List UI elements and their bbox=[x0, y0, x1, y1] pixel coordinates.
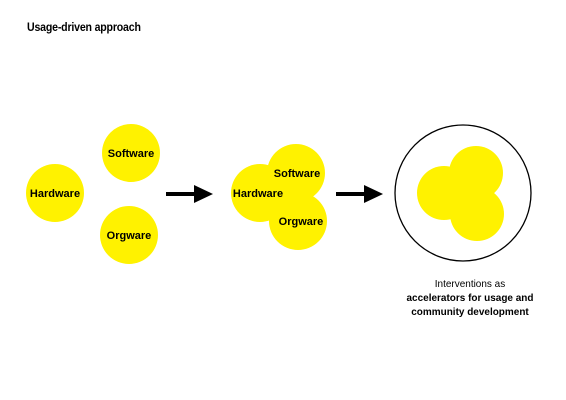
caption-line-3: community development bbox=[411, 306, 529, 318]
software-label: Software bbox=[108, 148, 154, 160]
hardware-circle bbox=[26, 164, 84, 222]
right-arrow-icon bbox=[166, 185, 213, 203]
orgware-label: Orgware bbox=[107, 230, 152, 242]
orgware-circle bbox=[450, 187, 504, 241]
orgware-label: Orgware bbox=[279, 216, 324, 228]
stage-separate: Hardware Software Orgware bbox=[26, 124, 160, 264]
intervention-caption: Interventions as accelerators for usage … bbox=[399, 277, 542, 319]
orgware-circle bbox=[100, 206, 158, 264]
diagram-title: Usage-driven approach bbox=[27, 22, 141, 34]
caption-line-1: Interventions as bbox=[434, 278, 506, 290]
software-circle bbox=[267, 144, 325, 202]
stage-overlapping: Hardware Software Orgware bbox=[231, 144, 327, 250]
software-circle bbox=[102, 124, 160, 182]
hardware-label: Hardware bbox=[30, 188, 80, 200]
orgware-circle bbox=[269, 192, 327, 250]
software-label: Software bbox=[274, 168, 320, 180]
right-arrow-icon bbox=[336, 185, 383, 203]
stage-integrated bbox=[394, 124, 532, 262]
software-circle bbox=[449, 146, 503, 200]
caption-line-2: accelerators for usage and bbox=[406, 292, 534, 304]
hardware-label: Hardware bbox=[233, 188, 283, 200]
intervention-ring bbox=[394, 124, 532, 262]
